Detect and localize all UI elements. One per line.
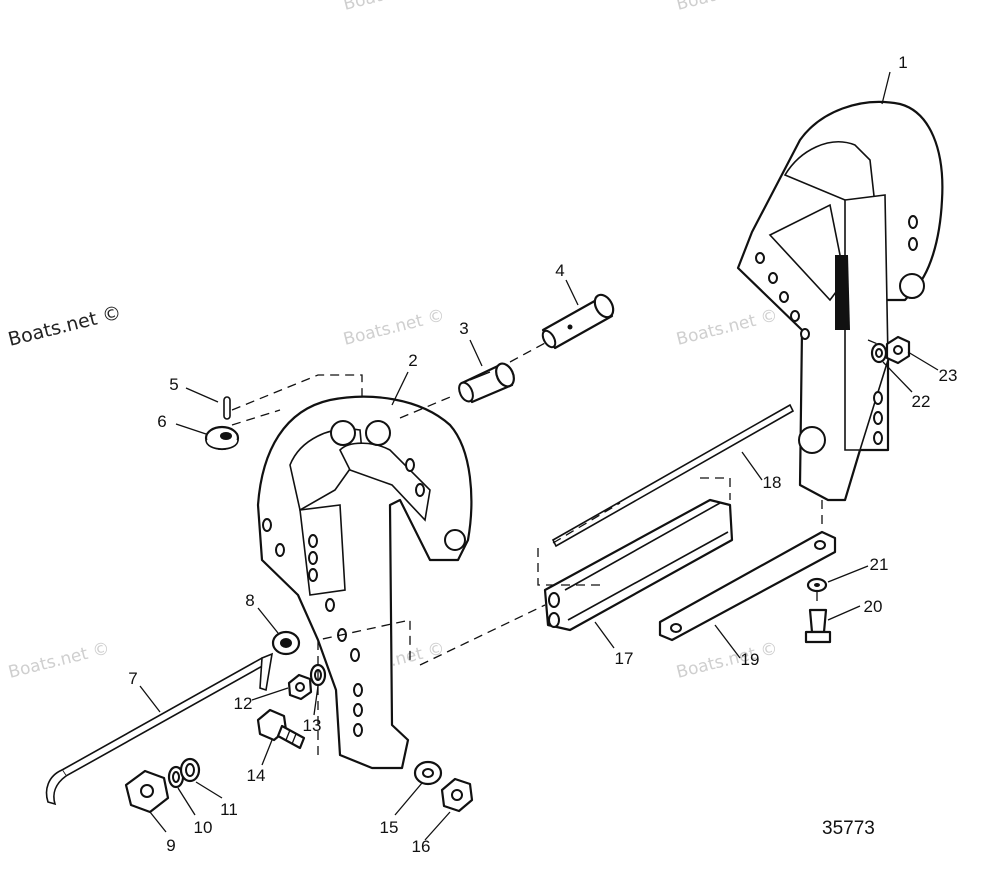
bolt-part (256, 708, 306, 750)
callout-18: 18 (763, 473, 782, 492)
bolt-part-20 (804, 608, 832, 644)
callout-1: 1 (898, 53, 907, 72)
callout-14: 14 (247, 766, 266, 785)
nut-part-23 (885, 335, 911, 365)
washer-part-15 (413, 760, 443, 786)
callout-11: 11 (220, 800, 238, 819)
drawing-number: 35773 (822, 818, 875, 839)
callout-5: 5 (169, 375, 178, 394)
hex-nut-part (124, 769, 170, 814)
watermark: Boats.net © (6, 301, 124, 350)
callout-2: 2 (408, 351, 417, 370)
spacer-part (179, 757, 201, 783)
clamp-bracket-left (256, 395, 473, 770)
pin-part (541, 293, 615, 350)
tie-bar-part (658, 530, 837, 642)
callout-12: 12 (234, 694, 253, 713)
callout-22: 22 (912, 392, 931, 411)
watermark: Boats.net © (341, 0, 446, 15)
cotter-pin-part (223, 396, 231, 420)
watermark: Boats.net © (341, 305, 446, 349)
callout-4: 4 (555, 261, 564, 280)
callout-19: 19 (741, 650, 760, 669)
callout-13: 13 (303, 716, 322, 735)
callout-8: 8 (245, 591, 254, 610)
callout-9: 9 (166, 836, 175, 855)
callout-17: 17 (615, 649, 634, 668)
nut-part-16 (440, 777, 474, 813)
tilt-tube-part (543, 498, 734, 632)
callout-15: 15 (380, 818, 399, 837)
washer-part-21 (806, 577, 828, 593)
callout-7: 7 (128, 669, 137, 688)
watermarks: Boats.net © Boats.net © Boats.net © Boat… (6, 0, 780, 683)
watermark: Boats.net © (674, 305, 779, 349)
callout-labels: 1 2 3 4 5 6 7 8 9 10 11 12 13 14 15 16 1… (128, 53, 957, 856)
assembly-lines (231, 339, 881, 755)
nut-part-12 (287, 673, 313, 701)
link-rod-part (45, 652, 274, 806)
watermark: Boats.net © (6, 638, 111, 682)
tie-rod-part (551, 403, 795, 548)
callout-21: 21 (870, 555, 889, 574)
clamp-bracket-right (736, 100, 944, 502)
callout-6: 6 (157, 412, 166, 431)
callout-20: 20 (864, 597, 883, 616)
watermark: Boats.net © (674, 638, 779, 682)
washer-part-22 (870, 342, 888, 364)
bushing-part (458, 362, 515, 404)
callout-23: 23 (939, 366, 958, 385)
callout-10: 10 (194, 818, 213, 837)
watermark: Boats.net © (674, 0, 779, 15)
leader-lines (139, 71, 939, 841)
cap-part (204, 425, 240, 451)
callout-3: 3 (459, 319, 468, 338)
grommet-part (271, 630, 301, 656)
callout-16: 16 (412, 837, 431, 856)
